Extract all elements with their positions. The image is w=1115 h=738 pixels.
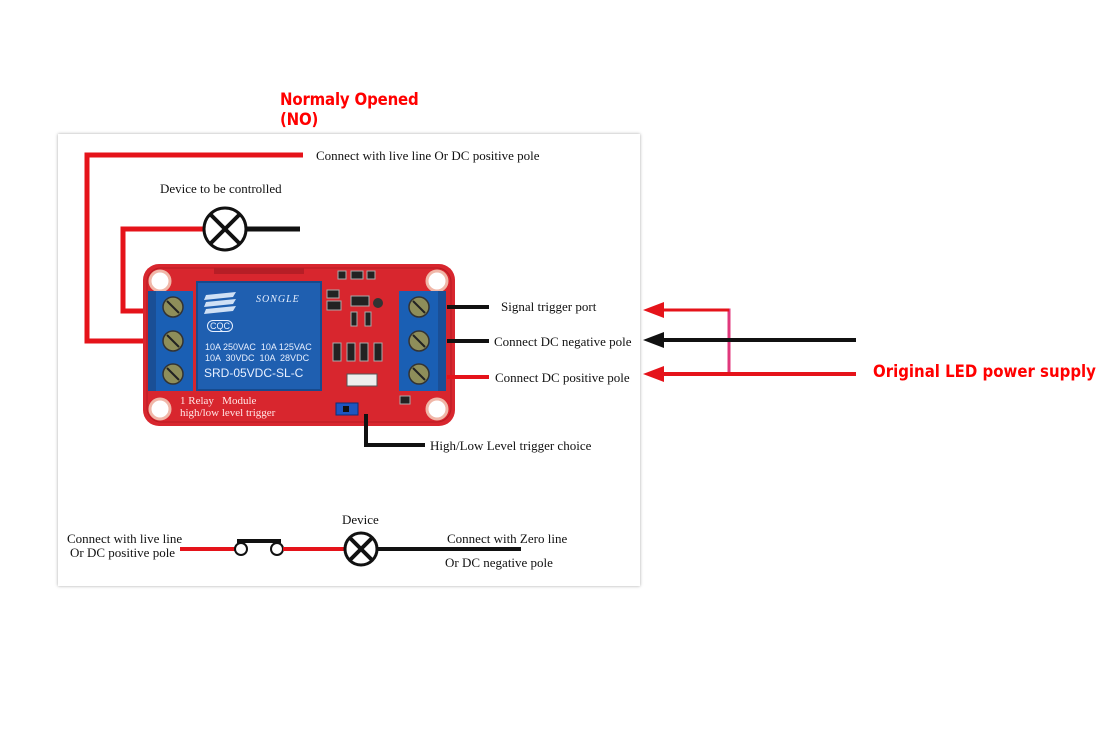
live-wire-top xyxy=(84,152,303,344)
label-live-top: Connect with live line Or DC positive po… xyxy=(316,148,540,163)
jumper-icon xyxy=(335,402,359,416)
red-arrow-icon xyxy=(643,302,664,318)
relay-cert-badge: CQC xyxy=(207,320,233,332)
module-label-1: 1 Relay Module xyxy=(180,395,257,407)
diagram-title: Normaly Opened (NO) xyxy=(280,90,419,130)
label-bottom-live-2: Or DC positive pole xyxy=(70,545,176,560)
relay-module xyxy=(143,264,455,426)
device-lamp-icon xyxy=(343,531,379,567)
relay-brand: SONGLE xyxy=(256,294,300,305)
label-bottom-zero-2: Or DC negative pole xyxy=(445,555,553,570)
switch-icon xyxy=(234,539,284,556)
songle-logo-icon xyxy=(204,292,236,314)
label-trigger-choice: High/Low Level trigger choice xyxy=(430,438,592,453)
label-bottom-live-1: Connect with live line xyxy=(67,531,183,546)
label-dc-negative: Connect DC negative pole xyxy=(494,334,632,349)
relay-rating-2: 10A 30VDC 10A 28VDC xyxy=(205,353,310,363)
label-original-led-supply: Original LED power supply xyxy=(873,362,1096,382)
red-arrow-icon xyxy=(643,366,664,382)
lamp-icon xyxy=(202,206,248,252)
label-bottom-zero-1: Connect with Zero line xyxy=(447,531,568,546)
lamp-wire-red xyxy=(120,226,205,314)
trigger-choice-wire xyxy=(364,414,425,447)
relay-model: SRD-05VDC-SL-C xyxy=(204,366,304,380)
module-label-2: high/low level trigger xyxy=(180,407,276,419)
label-bottom-device: Device xyxy=(342,512,379,527)
label-device-controlled: Device to be controlled xyxy=(160,181,282,196)
label-dc-positive: Connect DC positive pole xyxy=(495,370,630,385)
label-signal-trigger: Signal trigger port xyxy=(501,299,597,314)
black-arrow-icon xyxy=(643,332,664,348)
relay-rating-1: 10A 250VAC 10A 125VAC xyxy=(205,342,312,352)
